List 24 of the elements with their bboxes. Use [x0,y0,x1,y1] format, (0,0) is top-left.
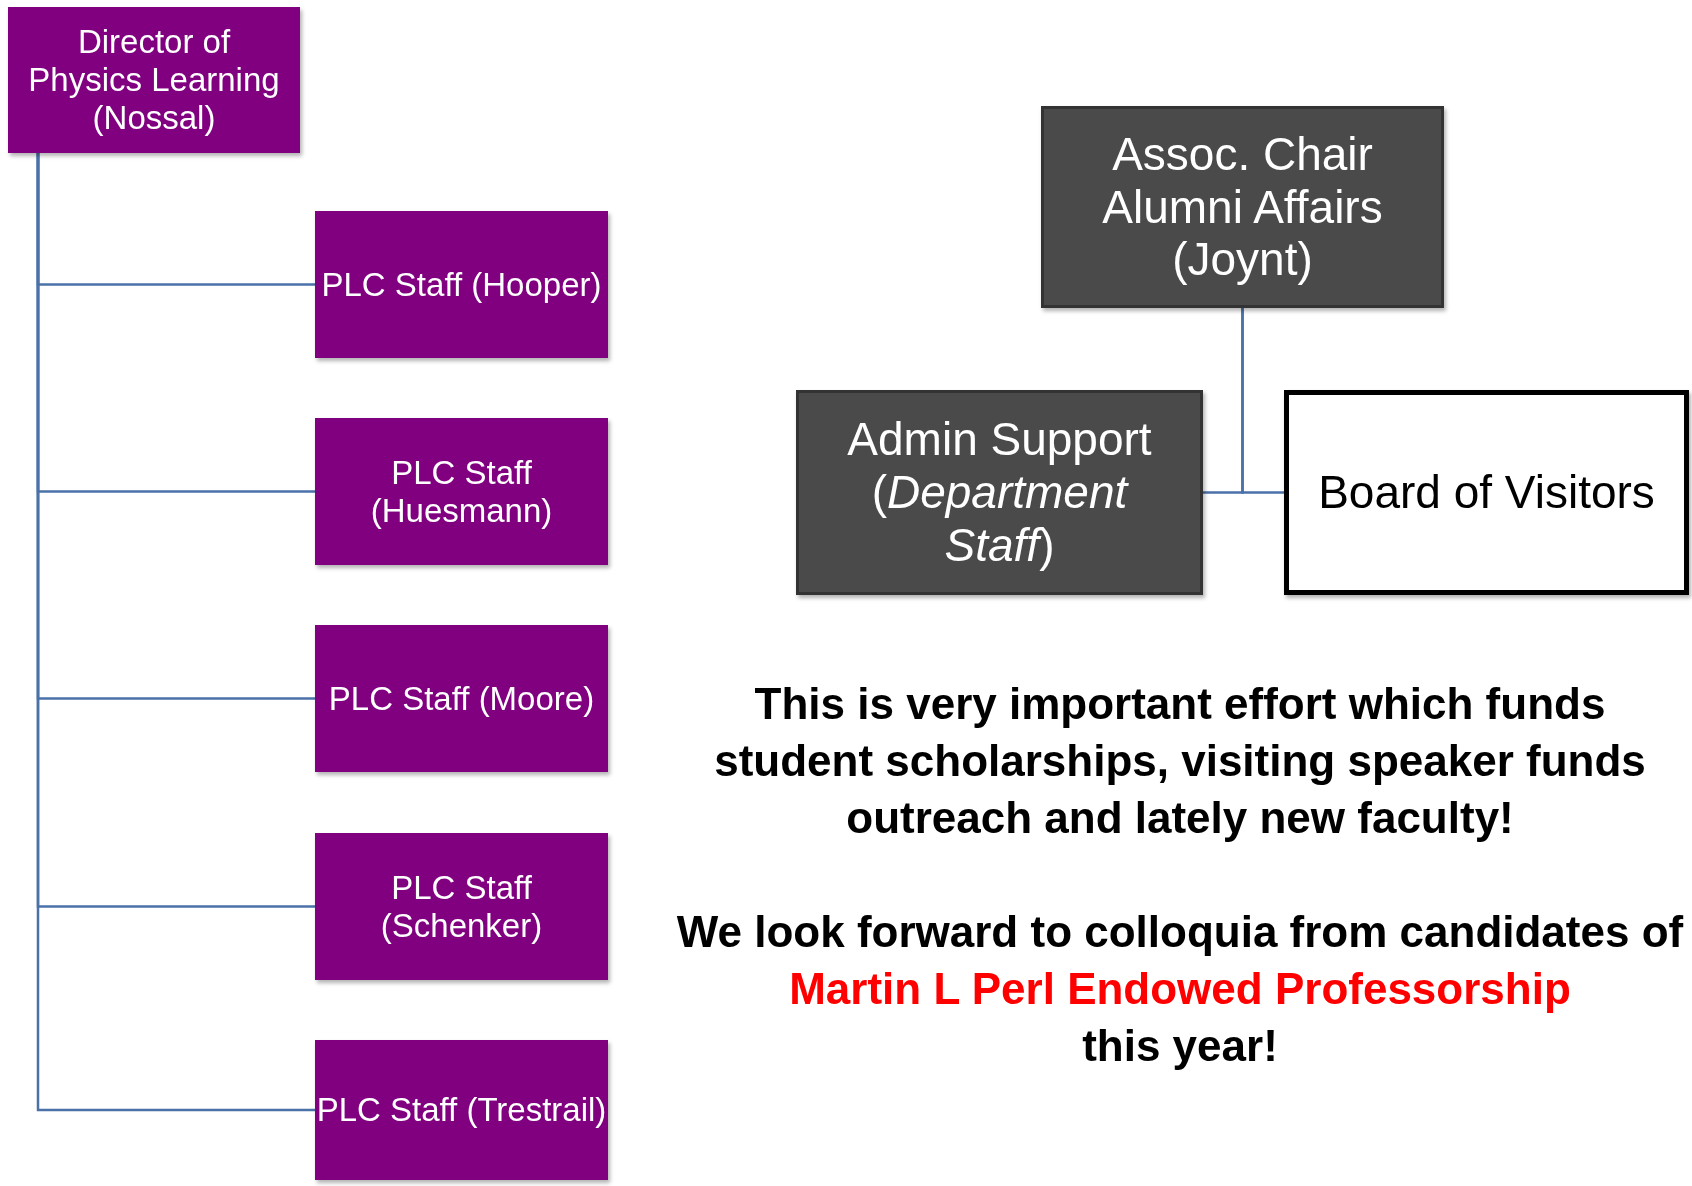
board-box [1284,390,1689,595]
staff-box [315,625,608,772]
box-text: PLC Staff (Schenker) [379,868,544,945]
connector-line [36,153,315,1112]
box-text: PLC Staff (Hooper) [321,265,602,304]
box-text: Admin Support (Department Staff) [846,413,1153,572]
box-text: PLC Staff (Huesmann) [369,453,554,530]
role-box [796,390,1203,595]
note-text: We look forward to colloquia from candidates of [676,906,1684,958]
box-text: Assoc. Chair Alumni Affairs (Joynt) [1101,127,1384,287]
box-text: PLC Staff (Moore) [328,679,595,718]
staff-box [315,211,608,358]
staff-box [8,7,300,153]
box-text: Board of Visitors [1318,466,1655,519]
staff-box [315,1040,608,1180]
connector-line [1241,308,1284,494]
staff-box [315,418,608,565]
note-text: This is very important effort which funds student scholarships, visiting speaker funds outreach and lately new faculty! [713,678,1647,844]
box-text: PLC Staff (Trestrail) [316,1091,607,1129]
note-text: Martin L Perl Endowed Professorship [789,963,1571,1015]
box-text: Director of Physics Learning (Nossal) [27,23,281,137]
staff-box [315,833,608,980]
note-text: this year! [1082,1020,1278,1072]
role-box [1041,106,1444,308]
